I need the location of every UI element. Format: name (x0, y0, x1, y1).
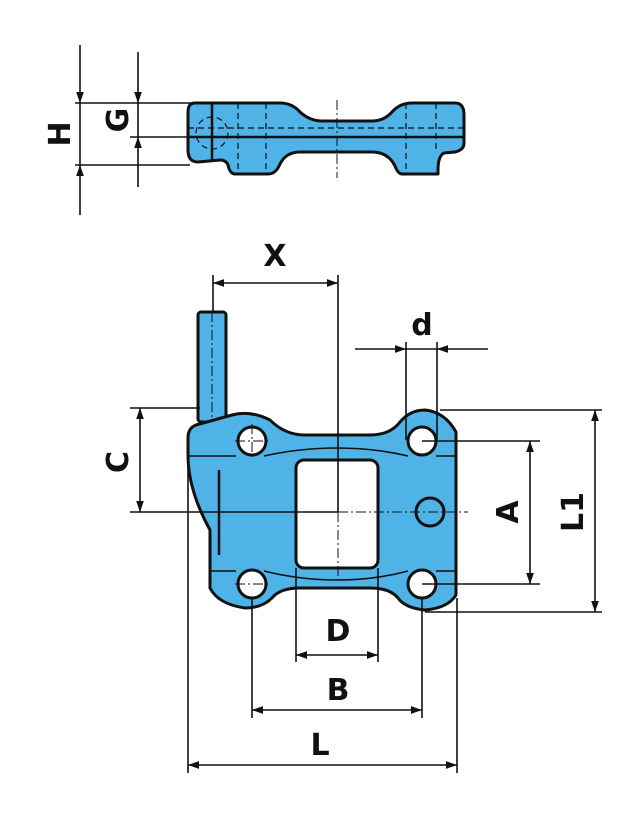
dim-label-x: X (263, 239, 286, 274)
dim-label-l1: L1 (556, 492, 591, 532)
side-view: H G (43, 45, 466, 215)
dim-label-d-upper: D (326, 614, 351, 649)
dim-label-c: C (101, 451, 136, 473)
plan-view: X d C A L1 D B L (101, 239, 602, 773)
dim-label-g: G (101, 108, 136, 133)
dim-label-d: d (411, 308, 432, 343)
dim-label-h: H (43, 121, 78, 146)
dim-label-l: L (310, 728, 329, 763)
dim-label-b: B (327, 673, 350, 708)
dim-label-a: A (491, 500, 526, 524)
